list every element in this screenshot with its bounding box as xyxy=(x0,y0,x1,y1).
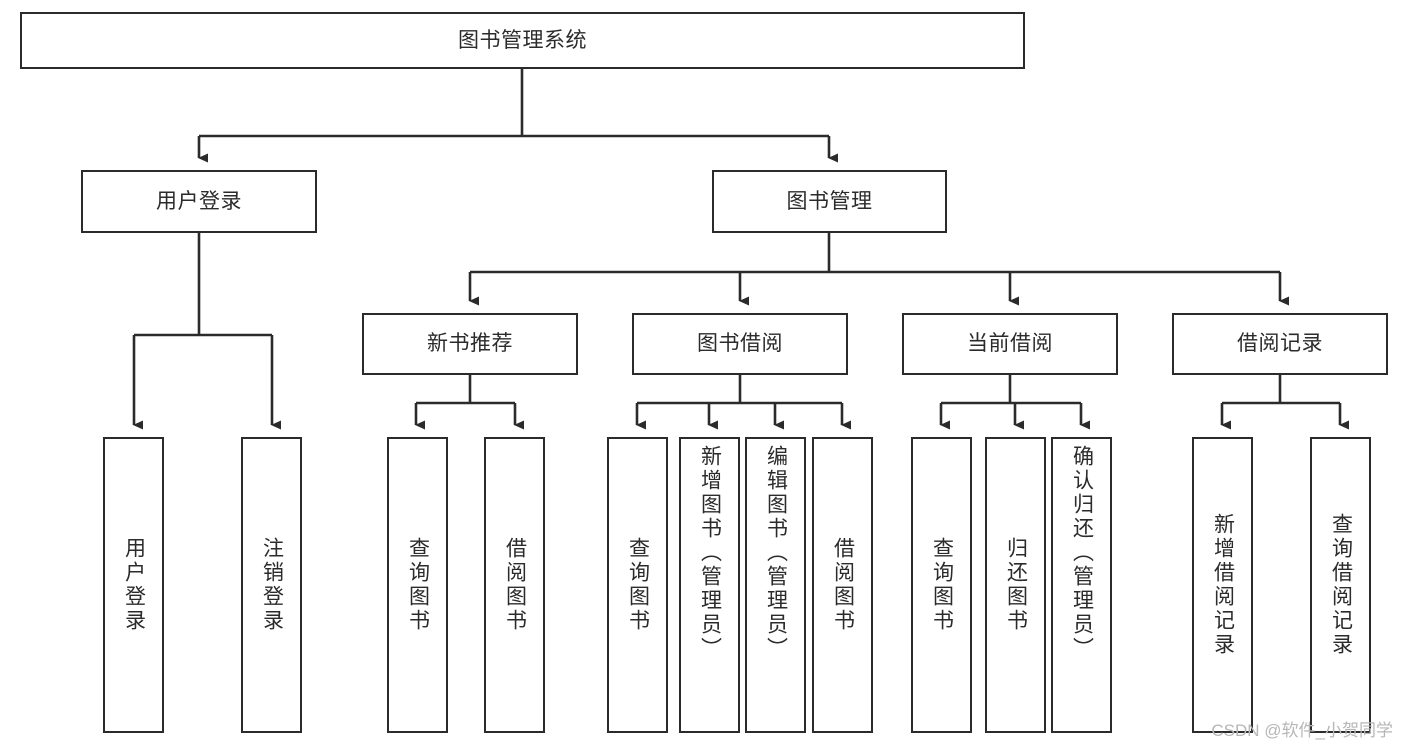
node-leaf-3-label: 借阅图书 xyxy=(503,537,527,633)
node-leaf-11[interactable]: 新增借阅记录 xyxy=(1192,437,1253,733)
node-leaf-7-label: 借阅图书 xyxy=(831,537,855,633)
node-leaf-12[interactable]: 查询借阅记录 xyxy=(1310,437,1371,733)
watermark-text: CSDN @软件_小贺同学 xyxy=(1211,721,1393,740)
node-leaf-10-label: 确认归还（管理员） xyxy=(1070,445,1094,661)
node-level3-2-label: 当前借阅 xyxy=(967,332,1053,356)
node-root[interactable]: 图书管理系统 xyxy=(20,12,1025,69)
node-level2-1-label: 图书管理 xyxy=(786,189,873,213)
node-leaf-3[interactable]: 借阅图书 xyxy=(484,437,545,733)
node-leaf-12-label: 查询借阅记录 xyxy=(1329,513,1353,657)
node-level3-3[interactable]: 借阅记录 xyxy=(1172,313,1388,375)
node-leaf-6-label: 编辑图书（管理员） xyxy=(764,445,788,661)
node-level3-0-label: 新书推荐 xyxy=(427,332,513,356)
node-leaf-0[interactable]: 用户登录 xyxy=(103,437,164,733)
node-leaf-2-label: 查询图书 xyxy=(406,537,430,633)
node-leaf-6[interactable]: 编辑图书（管理员） xyxy=(745,437,806,733)
node-leaf-8-label: 查询图书 xyxy=(930,537,954,633)
node-level2-0-label: 用户登录 xyxy=(156,189,242,213)
node-leaf-1-label: 注销登录 xyxy=(260,537,284,633)
node-leaf-2[interactable]: 查询图书 xyxy=(387,437,448,733)
node-leaf-8[interactable]: 查询图书 xyxy=(911,437,972,733)
node-level3-2[interactable]: 当前借阅 xyxy=(902,313,1118,375)
node-leaf-9[interactable]: 归还图书 xyxy=(985,437,1046,733)
node-level2-0[interactable]: 用户登录 xyxy=(81,170,317,233)
node-level3-1-label: 图书借阅 xyxy=(697,332,783,356)
node-level3-3-label: 借阅记录 xyxy=(1237,332,1323,356)
node-leaf-1[interactable]: 注销登录 xyxy=(241,437,302,733)
node-leaf-11-label: 新增借阅记录 xyxy=(1211,513,1235,657)
node-leaf-5-label: 新增图书（管理员） xyxy=(698,445,722,661)
node-level3-0[interactable]: 新书推荐 xyxy=(362,313,578,375)
node-leaf-4[interactable]: 查询图书 xyxy=(607,437,668,733)
node-leaf-9-label: 归还图书 xyxy=(1004,537,1028,633)
node-root-label: 图书管理系统 xyxy=(458,28,587,52)
node-leaf-5[interactable]: 新增图书（管理员） xyxy=(679,437,740,733)
node-leaf-10[interactable]: 确认归还（管理员） xyxy=(1051,437,1112,733)
node-leaf-0-label: 用户登录 xyxy=(122,537,146,633)
node-level2-1[interactable]: 图书管理 xyxy=(712,170,947,233)
node-leaf-4-label: 查询图书 xyxy=(626,537,650,633)
node-level3-1[interactable]: 图书借阅 xyxy=(632,313,848,375)
node-leaf-7[interactable]: 借阅图书 xyxy=(812,437,873,733)
